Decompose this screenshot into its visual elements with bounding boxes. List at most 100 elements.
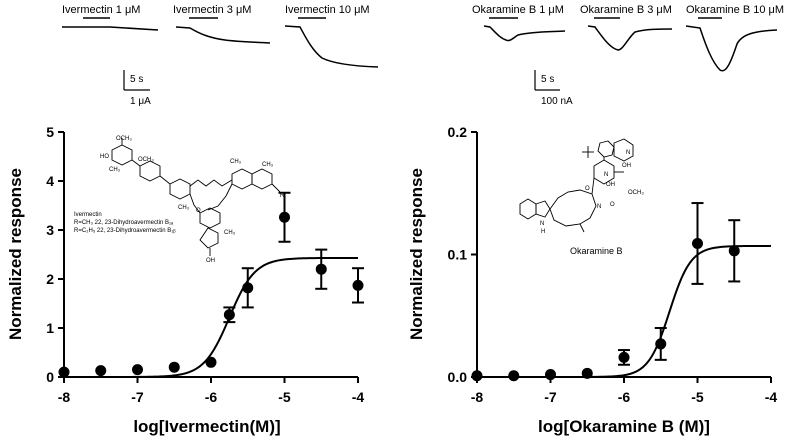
scale-bar-right: 5 s 100 nA: [534, 70, 573, 107]
atom-label: OH: [606, 182, 615, 188]
y-axis-title: Normalized response: [407, 168, 426, 340]
current-trace-okaramine-1: [483, 25, 566, 42]
x-tick-label: -7: [131, 389, 144, 405]
current-trace-ivermectin-10: [284, 25, 379, 68]
axis-ticks: [471, 131, 772, 383]
hexahydrobenzofuran-ring: [199, 207, 221, 229]
atom-label: N: [604, 172, 608, 178]
indole-pyrrole-ring: [535, 200, 551, 218]
trace-label-okaramine-1: Okaramine B 1 μM: [472, 4, 564, 16]
scale-bar-left: 5 s 1 μA: [123, 70, 151, 107]
x-axis-title: log[Ivermectin(M)]: [133, 417, 280, 436]
x-tick-label: -6: [618, 389, 631, 405]
y-tick-label: 2: [46, 271, 54, 287]
x-tick-label: -4: [765, 389, 778, 405]
scale-time-label: 5 s: [541, 74, 554, 85]
data-point: [728, 245, 740, 257]
hill-fit-curve: [64, 256, 358, 378]
atom-label: CH₃: [262, 162, 274, 168]
current-trace-ivermectin-1: [62, 26, 159, 31]
data-point: [692, 237, 703, 249]
atom-label: O: [585, 186, 590, 192]
x-tick-label: -8: [58, 389, 71, 405]
data-point: [223, 309, 235, 321]
indoline-ring: [597, 140, 615, 158]
structure-formula-1: R=CH₃ 22, 23-Dihydroavermectin B₁ₐ: [74, 220, 174, 226]
axis-ticks: [58, 131, 359, 383]
current-trace-ivermectin-3: [175, 26, 271, 44]
atom-label: OCH₃: [116, 136, 132, 142]
atom-label: N: [626, 150, 630, 156]
sugar-ring-1: [111, 144, 133, 166]
furan-ring: [199, 227, 219, 249]
data-point: [58, 366, 70, 378]
atom-label: HO: [100, 154, 109, 160]
okaramine-structure-labels: N OH N OH OCH₃ O O N N H Okaramine B: [540, 150, 644, 256]
atom-label: O: [196, 208, 201, 214]
trace-label-ivermectin-1: Ivermectin 1 μM: [62, 4, 140, 16]
data-point: [581, 367, 593, 379]
okaramine-dose-response-chart: -8-7-6-5-40.00.10.2 log[Okaramine B (M)]…: [407, 124, 777, 436]
macrocycle-ring-left: [169, 178, 191, 200]
atom-label: OH: [622, 163, 631, 169]
x-tick-label: -4: [352, 389, 365, 405]
tick-labels: -8-7-6-5-40.00.10.2: [448, 124, 778, 405]
y-axis-title: Normalized response: [6, 168, 25, 340]
data-point: [508, 370, 520, 382]
atom-label: OCH₃: [138, 157, 154, 163]
y-tick-label: 0: [46, 369, 54, 385]
x-tick-label: -5: [691, 389, 704, 405]
data-points: [58, 191, 364, 378]
atom-label: CH₃: [109, 167, 121, 173]
y-tick-label: 4: [46, 173, 54, 189]
ivermectin-traces: Ivermectin 1 μM Ivermectin 3 μM Ivermect…: [62, 4, 379, 107]
data-point: [132, 364, 143, 376]
y-tick-label: 3: [46, 222, 54, 238]
scale-time-label: 5 s: [130, 74, 143, 85]
trace-label-okaramine-10: Okaramine B 10 μM: [686, 4, 784, 16]
structure-name-okaramine: Okaramine B: [570, 246, 623, 256]
structure-name-ivermectin: Ivermectin: [74, 212, 102, 218]
scale-amplitude-label: 100 nA: [541, 96, 573, 107]
current-trace-okaramine-3: [587, 25, 673, 51]
x-tick-label: -8: [471, 389, 484, 405]
y-tick-label: 0.0: [448, 369, 468, 385]
atom-label: H: [541, 229, 545, 235]
ivermectin-structure: [111, 138, 281, 256]
current-trace-okaramine-10: [685, 25, 778, 72]
scale-amplitude-label: 1 μA: [130, 96, 151, 107]
data-point: [95, 365, 107, 377]
spiroketal-ring-2: [251, 168, 273, 190]
hill-fit-curve: [477, 244, 772, 378]
atom-label: N: [540, 221, 544, 227]
atom-label: CH₃: [224, 230, 236, 236]
atom-label: CH₃: [178, 205, 190, 211]
atom-label: N: [597, 204, 601, 210]
x-axis-title: log[Okaramine B (M)]: [538, 417, 710, 436]
spiroketal-ring-1: [231, 168, 253, 190]
data-point: [545, 369, 556, 381]
data-point: [205, 356, 217, 368]
data-point: [279, 211, 290, 223]
data-point: [352, 279, 364, 291]
ivermectin-structure-labels: OCH₃ HO CH₃ OCH₃ CH₃ CH₃ R CH₃ OH O CH₃ …: [74, 136, 285, 264]
data-points: [471, 202, 741, 382]
data-point: [315, 263, 327, 275]
data-point: [655, 338, 667, 350]
atom-label: O: [610, 202, 615, 208]
structure-formula-2: R=C₂H₅ 22, 23-Dihydroavermectin B₁ᵦ: [74, 228, 176, 234]
x-tick-label: -6: [205, 389, 218, 405]
data-point: [471, 370, 483, 382]
atom-label: OH: [206, 258, 215, 264]
y-tick-label: 0.2: [448, 124, 468, 140]
data-point: [168, 361, 180, 373]
trace-label-okaramine-3: Okaramine B 3 μM: [580, 4, 672, 16]
okaramine-structure: [519, 138, 634, 233]
sugar-ring-2: [139, 160, 161, 182]
y-tick-label: 1: [46, 320, 54, 336]
benzene-ring-top: [613, 138, 634, 162]
y-tick-label: 0.1: [448, 247, 468, 263]
azocine-ring: [549, 189, 597, 227]
